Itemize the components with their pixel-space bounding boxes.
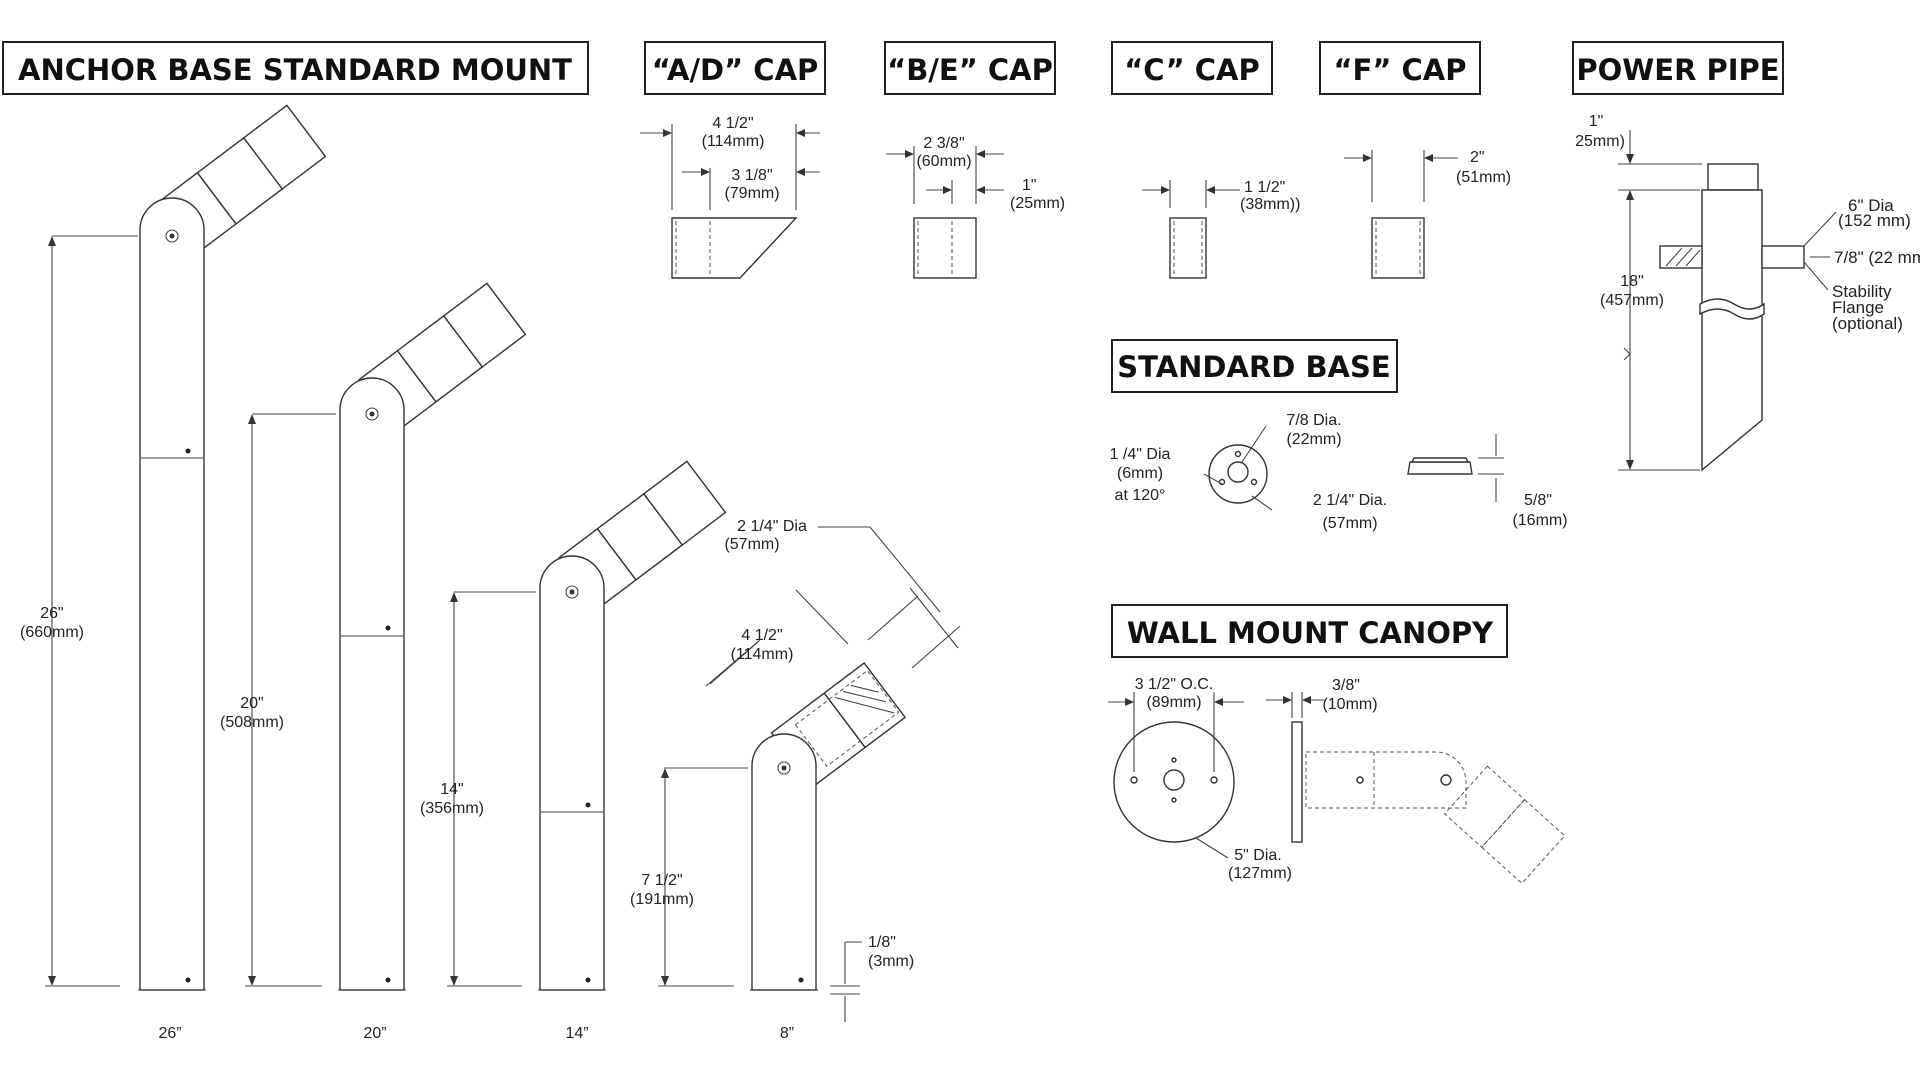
svg-text:WALL MOUNT CANOPY: WALL MOUNT CANOPY	[1127, 616, 1494, 650]
ad-cap-drawing: 4 1/2" (114mm) 3 1/8" (79mm)	[640, 115, 820, 279]
title-standard-base: STANDARD BASE	[1111, 339, 1398, 393]
mount-26-caption: 26”	[158, 1025, 181, 1042]
title-ad-cap: “A/D” CAP	[644, 41, 826, 95]
canopy-dia: 5" Dia.	[1234, 847, 1281, 864]
svg-text:“C” CAP: “C” CAP	[1124, 53, 1260, 87]
be-cap-outer-mm: (60mm)	[916, 153, 971, 170]
base-height-mm: (16mm)	[1512, 512, 1567, 529]
mount-8-dia-mm: (57mm)	[724, 536, 779, 553]
mount-20-height-mm: (508mm)	[220, 714, 284, 731]
power-pipe-top-dim-mm: 25mm)	[1575, 133, 1625, 150]
base-outer-dia: 2 1/4" Dia.	[1313, 492, 1387, 509]
c-cap-width: 1 1/2"	[1244, 179, 1285, 196]
ad-cap-inner: 3 1/8"	[731, 167, 772, 184]
f-cap-width: 2"	[1470, 149, 1485, 166]
flange-label-2: Flange	[1832, 298, 1884, 317]
flange-dia: 6" Dia	[1848, 196, 1894, 215]
base-height: 5/8"	[1524, 492, 1552, 509]
f-cap-drawing: 2" (51mm)	[1344, 149, 1511, 279]
base-center-hole	[1227, 461, 1249, 483]
title-c-cap: “C” CAP	[1111, 41, 1273, 95]
flange-label-1: Stability	[1832, 282, 1892, 301]
standard-base-drawing: 1 /4" Dia (6mm) at 120° 7/8 Dia. (22mm) …	[1110, 412, 1568, 532]
flange-dia-mm: (152 mm)	[1838, 211, 1911, 230]
base-hole-angle: at 120°	[1115, 487, 1166, 504]
canopy-dia-mm: (127mm)	[1228, 865, 1292, 882]
base-hole-dia: 1 /4" Dia	[1110, 446, 1171, 463]
ad-cap-inner-mm: (79mm)	[724, 185, 779, 202]
canopy-thickness: 3/8"	[1332, 677, 1360, 694]
title-power-pipe: POWER PIPE	[1572, 41, 1784, 95]
mount-8-height-mm: (191mm)	[630, 891, 694, 908]
mount-14-stem	[539, 555, 605, 991]
mount-26-height-mm: (660mm)	[20, 624, 84, 641]
canopy-oc-mm: (89mm)	[1146, 694, 1201, 711]
ad-cap-outer: 4 1/2"	[712, 115, 753, 132]
be-cap-drawing: 2 3/8" (60mm) 1" (25mm)	[886, 135, 1065, 279]
ad-cap-outer-mm: (114mm)	[702, 133, 765, 150]
power-pipe-length: 18"	[1620, 273, 1643, 290]
canopy-thickness-mm: (10mm)	[1322, 696, 1377, 713]
canopy-plate	[1291, 721, 1303, 843]
c-cap-drawing: 1 1/2" (38mm))	[1142, 179, 1300, 279]
mount-8-length: 4 1/2"	[741, 627, 782, 644]
be-cap-shape	[913, 217, 977, 279]
ad-cap-shape	[671, 217, 798, 279]
wall-mount-canopy-drawing: 3 1/2" O.C. (89mm) 5" Dia. (127mm) 3/8" …	[1108, 676, 1566, 885]
mount-8-gap: 1/8"	[868, 934, 896, 951]
mount-14-caption: 14”	[565, 1025, 588, 1042]
pipe-dia: 7/8" (22 mm	[1834, 248, 1920, 267]
base-hole-mm: (6mm)	[1117, 465, 1163, 482]
title-anchor-base: ANCHOR BASE STANDARD MOUNT	[2, 41, 589, 95]
base-outer-mm: (57mm)	[1322, 515, 1377, 532]
svg-text:“A/D” CAP: “A/D” CAP	[652, 53, 819, 87]
svg-text:“F” CAP: “F” CAP	[1333, 53, 1466, 87]
mount-8-gap-mm: (3mm)	[868, 953, 914, 970]
svg-text:“B/E” CAP: “B/E” CAP	[887, 53, 1053, 87]
f-cap-width-mm: (51mm)	[1456, 169, 1511, 186]
canopy-oc: 3 1/2" O.C.	[1135, 676, 1214, 693]
mount-8-dia: 2 1/4" Dia	[737, 518, 807, 535]
base-center-mm: (22mm)	[1286, 431, 1341, 448]
be-cap-inner-mm: (25mm)	[1010, 195, 1065, 212]
mount-26-inch: 26" (660mm) 26”	[20, 104, 327, 1042]
mount-20-caption: 20”	[363, 1025, 386, 1042]
c-cap-shape	[1169, 217, 1207, 279]
mount-20-inch: 20" (508mm) 20”	[220, 282, 527, 1042]
mount-26-height: 26"	[40, 605, 63, 622]
f-cap-shape	[1371, 217, 1425, 279]
mount-14-inch: 14" (356mm) 14”	[420, 460, 727, 1042]
mount-20-stem	[339, 377, 405, 991]
power-pipe-drawing: 1" 25mm) 18" (457mm) 6" Dia (152 mm) 7/8…	[1575, 113, 1920, 472]
mount-8-stem	[751, 733, 817, 991]
be-cap-outer: 2 3/8"	[923, 135, 964, 152]
title-be-cap: “B/E” CAP	[884, 41, 1056, 95]
flange-label-3: (optional)	[1832, 314, 1903, 333]
power-pipe-top-dim: 1"	[1589, 113, 1604, 130]
mount-14-height-mm: (356mm)	[420, 800, 484, 817]
title-f-cap: “F” CAP	[1319, 41, 1481, 95]
stability-flange	[1659, 245, 1703, 269]
mount-20-height: 20"	[240, 695, 263, 712]
mount-8-inch: 7 1/2" (191mm) 8” 2 1/4" Dia (57mm) 4 1/…	[630, 518, 961, 1042]
mount-8-head	[770, 662, 907, 789]
mount-14-height: 14"	[440, 781, 463, 798]
svg-text:POWER PIPE: POWER PIPE	[1576, 53, 1779, 87]
title-wall-mount-canopy: WALL MOUNT CANOPY	[1111, 604, 1508, 658]
power-pipe-top	[1707, 163, 1759, 191]
base-side-view	[1407, 461, 1473, 475]
svg-text:ANCHOR BASE STANDARD MOUNT: ANCHOR BASE STANDARD MOUNT	[18, 53, 572, 87]
be-cap-inner: 1"	[1022, 177, 1037, 194]
base-center-dia: 7/8 Dia.	[1286, 412, 1341, 429]
mount-26-stem	[139, 197, 205, 991]
mount-8-height: 7 1/2"	[641, 872, 682, 889]
svg-text:STANDARD BASE: STANDARD BASE	[1117, 350, 1390, 384]
power-pipe-body	[1701, 189, 1763, 472]
mount-8-caption: 8”	[780, 1025, 794, 1042]
mount-8-length-mm: (114mm)	[731, 646, 794, 663]
c-cap-width-mm: (38mm))	[1240, 196, 1300, 213]
power-pipe-length-mm: (457mm)	[1600, 292, 1664, 309]
